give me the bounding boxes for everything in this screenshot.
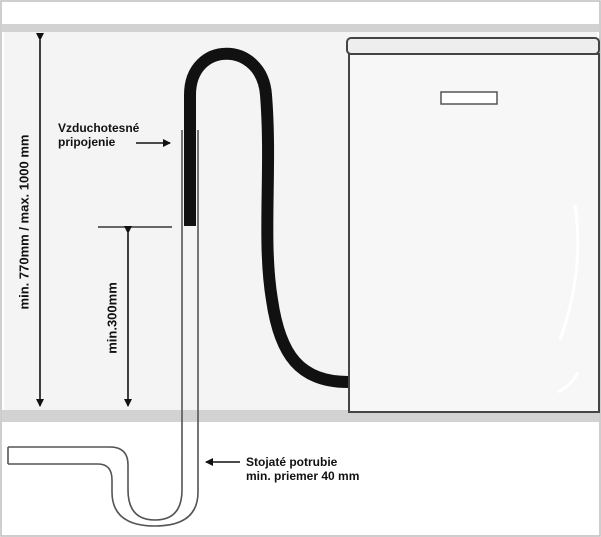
standpipe-label-line-2: min. priemer 40 mm [246,468,360,483]
door-highlight-lower [557,371,580,394]
min-height-label: min.300mm [104,282,120,354]
dishwasher-worktop [346,37,600,55]
total-height-label: min. 770mm / max. 1000 mm [16,134,32,310]
dishwasher [346,37,600,413]
door-highlight [558,204,580,341]
drain-trap-inner [8,130,199,527]
dishwasher-body [348,53,600,413]
air-gap-label: Vzduchotesné pripojenie [58,121,140,150]
drain-hose [184,47,349,388]
air-gap-label-line-1: Vzduchotesné [58,121,140,135]
standpipe-label-line-1: Stojaté potrubie [246,455,338,469]
air-gap-label-line-2: pripojenie [58,134,116,149]
standpipe-label: Stojaté potrubie min. priemer 40 mm [246,455,360,484]
top-wall-band [2,24,599,32]
dishwasher-handle [440,91,498,105]
drain-trap-outer [8,130,183,521]
below-floor-area [2,422,599,534]
